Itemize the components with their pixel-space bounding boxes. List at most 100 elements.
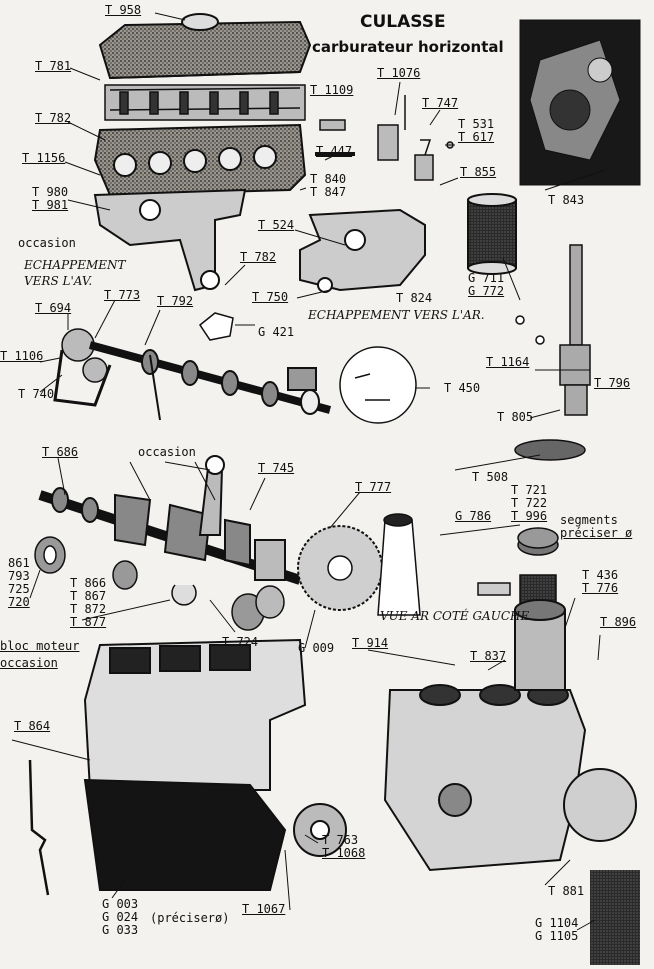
- label-t843: T 843: [548, 193, 585, 207]
- label-861: 861: [8, 556, 30, 570]
- label-t1106: T 1106: [0, 349, 44, 363]
- page-title: CULASSE: [360, 12, 446, 32]
- label-t877: T 877: [70, 615, 107, 629]
- gasket-g421: [198, 312, 234, 341]
- label-t864: T 864: [14, 719, 51, 733]
- label-g009: G 009: [298, 641, 335, 655]
- gasket-tube: [377, 513, 421, 616]
- valve-parts: [315, 95, 454, 181]
- label-t805: T 805: [497, 410, 534, 424]
- label-t837: T 837: [470, 649, 507, 663]
- note-exhaust-front-1: ECHAPPEMENT: [24, 258, 126, 272]
- label-t996: T 996: [511, 509, 548, 523]
- label-g421: G 421: [258, 325, 295, 339]
- camshaft: [88, 341, 332, 421]
- label-t531: T 531: [458, 117, 495, 131]
- label-t722: T 722: [511, 496, 548, 510]
- flywheel: [297, 525, 383, 611]
- label-t747: T 747: [422, 96, 459, 110]
- pulley-disc: [339, 346, 417, 424]
- note-engine-block: bloc moteur: [0, 639, 80, 653]
- note-segments: segments: [560, 513, 618, 527]
- rocker-gear: [104, 84, 306, 121]
- label-t782-manifold: T 782: [240, 250, 277, 264]
- label-t763: T 763: [322, 833, 359, 847]
- label-t872: T 872: [70, 602, 107, 616]
- oil-pump-photo: [519, 19, 641, 186]
- label-t1109: T 1109: [310, 83, 354, 97]
- cylinder-liner: [467, 193, 517, 275]
- label-t773: T 773: [104, 288, 141, 302]
- label-t1068: T 1068: [322, 846, 366, 860]
- label-g024: G 024: [102, 910, 139, 924]
- label-t958: T 958: [105, 3, 142, 17]
- piston-set: [477, 527, 559, 618]
- engine-block-left: [83, 638, 347, 891]
- label-t724: T 724: [222, 635, 259, 649]
- label-t686: T 686: [42, 445, 79, 459]
- note-preciser: (préciserø): [150, 911, 230, 925]
- label-725: 725: [8, 582, 30, 596]
- label-t796: T 796: [594, 376, 631, 390]
- label-t1076: T 1076: [377, 66, 421, 80]
- note-occasion-head: occasion: [18, 236, 76, 250]
- label-t436: T 436: [582, 568, 619, 582]
- label-g1104: G 1104: [535, 916, 579, 930]
- label-t1067: T 1067: [242, 902, 286, 916]
- label-t896: T 896: [600, 615, 637, 629]
- label-t866: T 866: [70, 576, 107, 590]
- label-g1105: G 1105: [535, 929, 579, 943]
- note-engine-block-occasion: occasion: [0, 656, 58, 670]
- note-rear-view: VUE AR COTÉ GAUCHE: [380, 609, 530, 623]
- leader-lines: [11, 12, 606, 931]
- note-exhaust-rear: ECHAPPEMENT VERS L'AR.: [308, 308, 485, 322]
- exhaust-manifold-front: [93, 188, 247, 292]
- label-t508: T 508: [472, 470, 509, 484]
- label-t617: T 617: [458, 130, 495, 144]
- crankshaft: [38, 487, 302, 585]
- label-t881: T 881: [548, 884, 585, 898]
- label-t524: T 524: [258, 218, 295, 232]
- exhaust-manifold-rear: [299, 208, 426, 293]
- label-720: 720: [8, 595, 30, 609]
- connecting-rod: [198, 455, 225, 536]
- oil-filter-photo: [590, 870, 640, 965]
- label-t750: T 750: [252, 290, 289, 304]
- rocker-cover: [98, 13, 312, 80]
- engine-block-right: [383, 599, 637, 872]
- note-exhaust-front-2: VERS L'AV.: [24, 274, 93, 288]
- note-segments-preciser: préciser ø: [560, 526, 633, 540]
- timing-chain: [53, 328, 112, 407]
- label-t694: T 694: [35, 301, 72, 315]
- bearing-parts: [34, 536, 285, 631]
- page-subtitle: carburateur horizontal: [312, 38, 504, 56]
- label-t840: T 840: [310, 172, 347, 186]
- label-t1156: T 1156: [22, 151, 66, 165]
- label-t450: T 450: [444, 381, 481, 395]
- label-t777: T 777: [355, 480, 392, 494]
- label-t721: T 721: [511, 483, 548, 497]
- label-t782-head: T 782: [35, 111, 72, 125]
- label-g772: G 772: [468, 284, 505, 298]
- label-t776: T 776: [582, 581, 619, 595]
- label-t447: T 447: [316, 144, 353, 158]
- dipstick: [28, 759, 50, 896]
- label-t980: T 980: [32, 185, 69, 199]
- label-g033: G 033: [102, 923, 139, 937]
- cylinder-head: [93, 123, 307, 197]
- label-t867: T 867: [70, 589, 107, 603]
- label-t981: T 981: [32, 198, 69, 212]
- label-t1164: T 1164: [486, 355, 530, 369]
- label-g786: G 786: [455, 509, 492, 523]
- label-t792: T 792: [157, 294, 194, 308]
- label-g003: G 003: [102, 897, 139, 911]
- label-t855: T 855: [460, 165, 497, 179]
- label-793: 793: [8, 569, 30, 583]
- label-t740: T 740: [18, 387, 55, 401]
- label-t781: T 781: [35, 59, 72, 73]
- distributor-assembly: [514, 244, 591, 461]
- label-g711: G 711: [468, 271, 505, 285]
- label-t847: T 847: [310, 185, 347, 199]
- label-t745: T 745: [258, 461, 295, 475]
